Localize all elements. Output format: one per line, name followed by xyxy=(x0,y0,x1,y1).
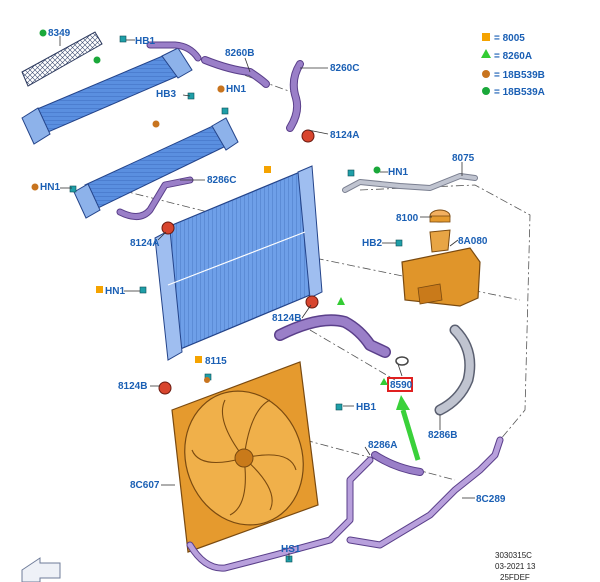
legend-item-8260a: = 8260A xyxy=(494,51,532,62)
reference-line-3: 25FDEF xyxy=(500,573,530,582)
o-ring-8590[interactable] xyxy=(395,356,409,366)
label-hn1-mid[interactable]: HN1 xyxy=(105,286,125,297)
radiator[interactable] xyxy=(154,165,323,361)
label-8286a[interactable]: 8286A xyxy=(368,440,397,451)
fasteners xyxy=(69,35,403,563)
triangle-8590 xyxy=(380,378,388,385)
fan-shroud-8c607[interactable] xyxy=(166,361,322,553)
label-8a080[interactable]: 8A080 xyxy=(458,236,488,247)
pipe-8075[interactable] xyxy=(342,173,478,193)
legend-marks-diagram xyxy=(93,56,345,383)
reservoir-cap-8100[interactable] xyxy=(429,209,451,223)
legend-circle-green-icon xyxy=(482,87,490,95)
label-hb1-low[interactable]: HB1 xyxy=(356,402,376,413)
label-8260c[interactable]: 8260C xyxy=(330,63,359,74)
label-hn1-right[interactable]: HN1 xyxy=(388,167,408,178)
hose-8286a[interactable] xyxy=(371,451,424,476)
legend-item-8005: = 8005 xyxy=(494,33,525,44)
coolant-reservoir-8a080[interactable] xyxy=(401,229,481,307)
clamp-8124b-low[interactable] xyxy=(158,381,172,395)
hose-8c289[interactable] xyxy=(186,436,504,572)
reference-line-2: 03-2021 13 xyxy=(495,562,536,571)
label-8c607[interactable]: 8C607 xyxy=(130,480,160,491)
label-8286c[interactable]: 8286C xyxy=(207,175,236,186)
clamps xyxy=(158,129,319,395)
label-hn1-left[interactable]: HN1 xyxy=(40,182,60,193)
label-8124a-top[interactable]: 8124A xyxy=(330,130,359,141)
label-hb1-top[interactable]: HB1 xyxy=(135,36,155,47)
legend-square-icon xyxy=(482,33,490,41)
label-8115[interactable]: 8115 xyxy=(205,356,227,367)
reference-block: 3030315C 03-2021 13 25FDEF xyxy=(495,551,536,582)
legend: = 8005 = 8260A = 18B539B = 18B539A xyxy=(481,33,545,98)
upper-cooler[interactable] xyxy=(21,47,193,145)
part-labels: 8349 HB1 8260B 8260C HB3 HN1 8124A HN1 8… xyxy=(31,28,506,555)
label-8124a-mid[interactable]: 8124A xyxy=(130,238,159,249)
hose-hb1-top[interactable] xyxy=(146,41,202,62)
clamp-8124b-mid[interactable] xyxy=(305,295,319,309)
legend-item-18b539a: = 18B539A xyxy=(494,87,545,98)
hose-8286b[interactable] xyxy=(434,324,476,416)
grille-screen-8349[interactable] xyxy=(21,31,103,87)
label-8590[interactable]: 8590 xyxy=(390,380,413,391)
reference-line-1: 3030315C xyxy=(495,551,532,560)
hose-8260b[interactable] xyxy=(201,56,270,88)
middle-cooler[interactable] xyxy=(73,117,239,219)
legend-triangle-icon xyxy=(481,49,491,58)
label-hn1-top[interactable]: HN1 xyxy=(226,84,246,95)
label-8c289[interactable]: 8C289 xyxy=(476,494,506,505)
highlight-box-8590 xyxy=(387,377,413,392)
clamp-8124a-top[interactable] xyxy=(301,129,315,143)
hose-8286c[interactable] xyxy=(116,176,194,220)
hose-8260c[interactable] xyxy=(286,60,304,132)
label-8100[interactable]: 8100 xyxy=(396,213,419,224)
leader-lines xyxy=(59,36,475,560)
label-8075[interactable]: 8075 xyxy=(452,153,475,164)
label-8124b-mid[interactable]: 8124B xyxy=(272,313,301,324)
clamp-8124a-mid[interactable] xyxy=(161,221,175,235)
label-8124b-low[interactable]: 8124B xyxy=(118,381,147,392)
green-pointer-arrow xyxy=(396,395,421,461)
legend-item-18b539b: = 18B539B xyxy=(494,70,545,81)
legend-circle-brown-icon xyxy=(482,70,490,78)
label-8349[interactable]: 8349 xyxy=(48,28,71,39)
label-hs1[interactable]: HS1 xyxy=(281,544,301,555)
upper-radiator-hose[interactable] xyxy=(274,314,391,358)
front-direction-arrow-icon xyxy=(21,557,61,582)
label-8286b[interactable]: 8286B xyxy=(428,430,457,441)
label-8260b[interactable]: 8260B xyxy=(225,48,254,59)
label-hb2[interactable]: HB2 xyxy=(362,238,382,249)
label-hb3[interactable]: HB3 xyxy=(156,89,176,100)
